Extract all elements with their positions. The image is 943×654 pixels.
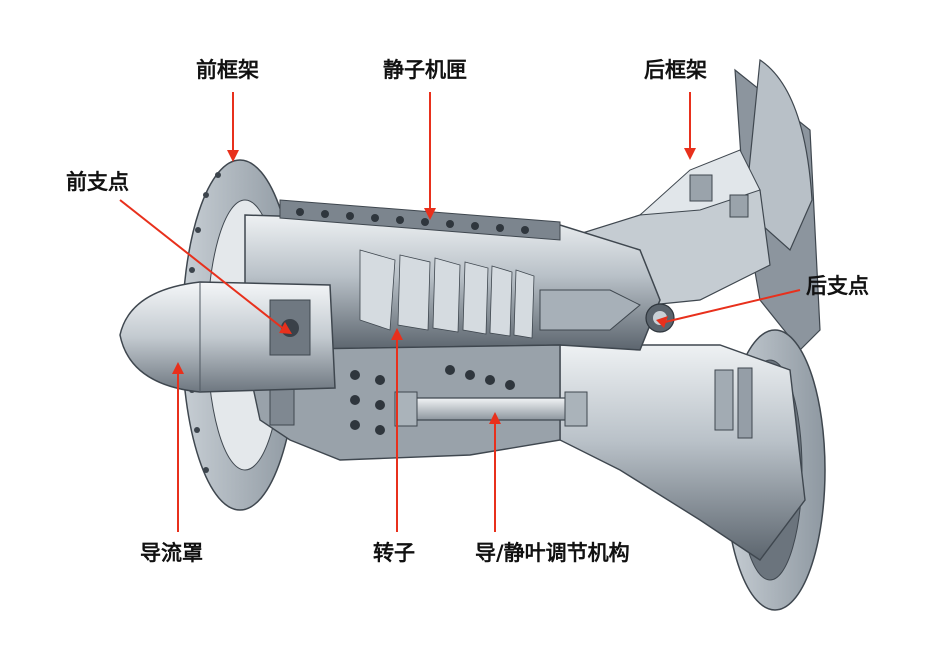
label-nose-cone: 导流罩 (140, 541, 203, 565)
label-rear-support: 后支点 (806, 274, 869, 298)
vane-actuation-rod (394, 391, 588, 427)
label-front-support: 前支点 (66, 170, 129, 194)
nose-cone (119, 281, 336, 393)
leader-arrowheads (172, 148, 696, 424)
label-stator-casing: 静子机匣 (383, 58, 467, 82)
label-vane-mechanism: 导/静叶调节机构 (475, 541, 630, 565)
label-rear-frame: 后框架 (644, 58, 707, 82)
rear-lower-casing (559, 344, 806, 561)
stator-casing (244, 199, 675, 351)
label-rotor: 转子 (373, 541, 415, 565)
leader-lines (119, 92, 801, 532)
label-front-frame: 前框架 (196, 58, 259, 82)
